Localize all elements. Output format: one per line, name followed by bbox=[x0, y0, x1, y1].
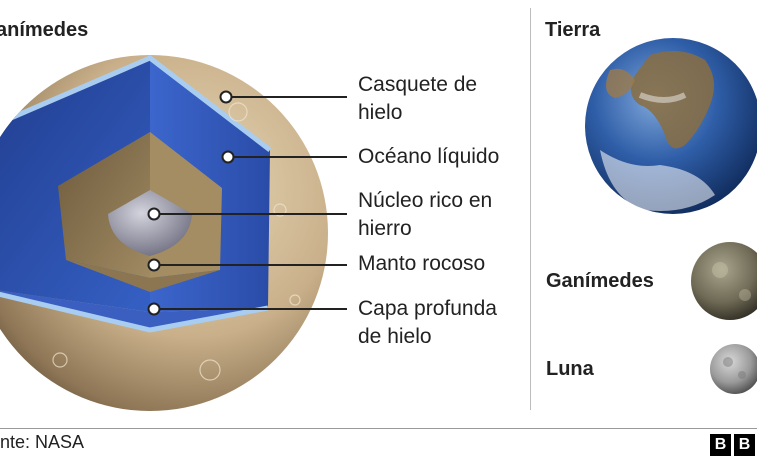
name-ganymede: Ganímedes bbox=[546, 270, 654, 292]
label-liquid-ocean: Océano líquido bbox=[358, 145, 500, 168]
diagram-title: anímedes bbox=[0, 19, 89, 41]
ice-crust-edge-bottom bbox=[0, 282, 269, 333]
source-credit: nte: NASA bbox=[0, 432, 85, 452]
ocean-pointer bbox=[221, 150, 235, 164]
ice-crust-edge bbox=[0, 55, 272, 152]
surface-craters bbox=[52, 102, 301, 381]
ice-crust-pointer bbox=[219, 90, 233, 104]
earth-globe bbox=[585, 38, 757, 214]
bbc-logo: B B bbox=[710, 434, 755, 456]
footer-divider bbox=[0, 428, 757, 429]
leader-lines bbox=[147, 90, 347, 316]
moon-globe bbox=[710, 344, 757, 394]
mantle-pointer bbox=[147, 258, 161, 272]
bbc-logo-block-2: B bbox=[734, 434, 755, 456]
core-pointer bbox=[147, 207, 161, 221]
label-deep-ice: Capa profunda de hielo bbox=[358, 297, 497, 348]
section-divider bbox=[530, 8, 531, 410]
ganymede-globe bbox=[691, 242, 757, 320]
name-moon: Luna bbox=[546, 358, 594, 380]
mantle-bottom-face bbox=[66, 260, 220, 292]
label-ice-crust: Casquete de hielo bbox=[358, 73, 478, 124]
name-earth: Tierra bbox=[545, 19, 601, 41]
ganymede-cutaway bbox=[0, 55, 328, 411]
deep-ice-pointer bbox=[147, 302, 161, 316]
label-iron-core: Núcleo rico en hierro bbox=[358, 189, 493, 240]
label-rocky-mantle: Manto rocoso bbox=[358, 252, 486, 275]
iron-core bbox=[108, 190, 192, 256]
ocean-layer-bottom-face bbox=[0, 285, 268, 330]
bbc-logo-block-1: B bbox=[710, 434, 731, 456]
